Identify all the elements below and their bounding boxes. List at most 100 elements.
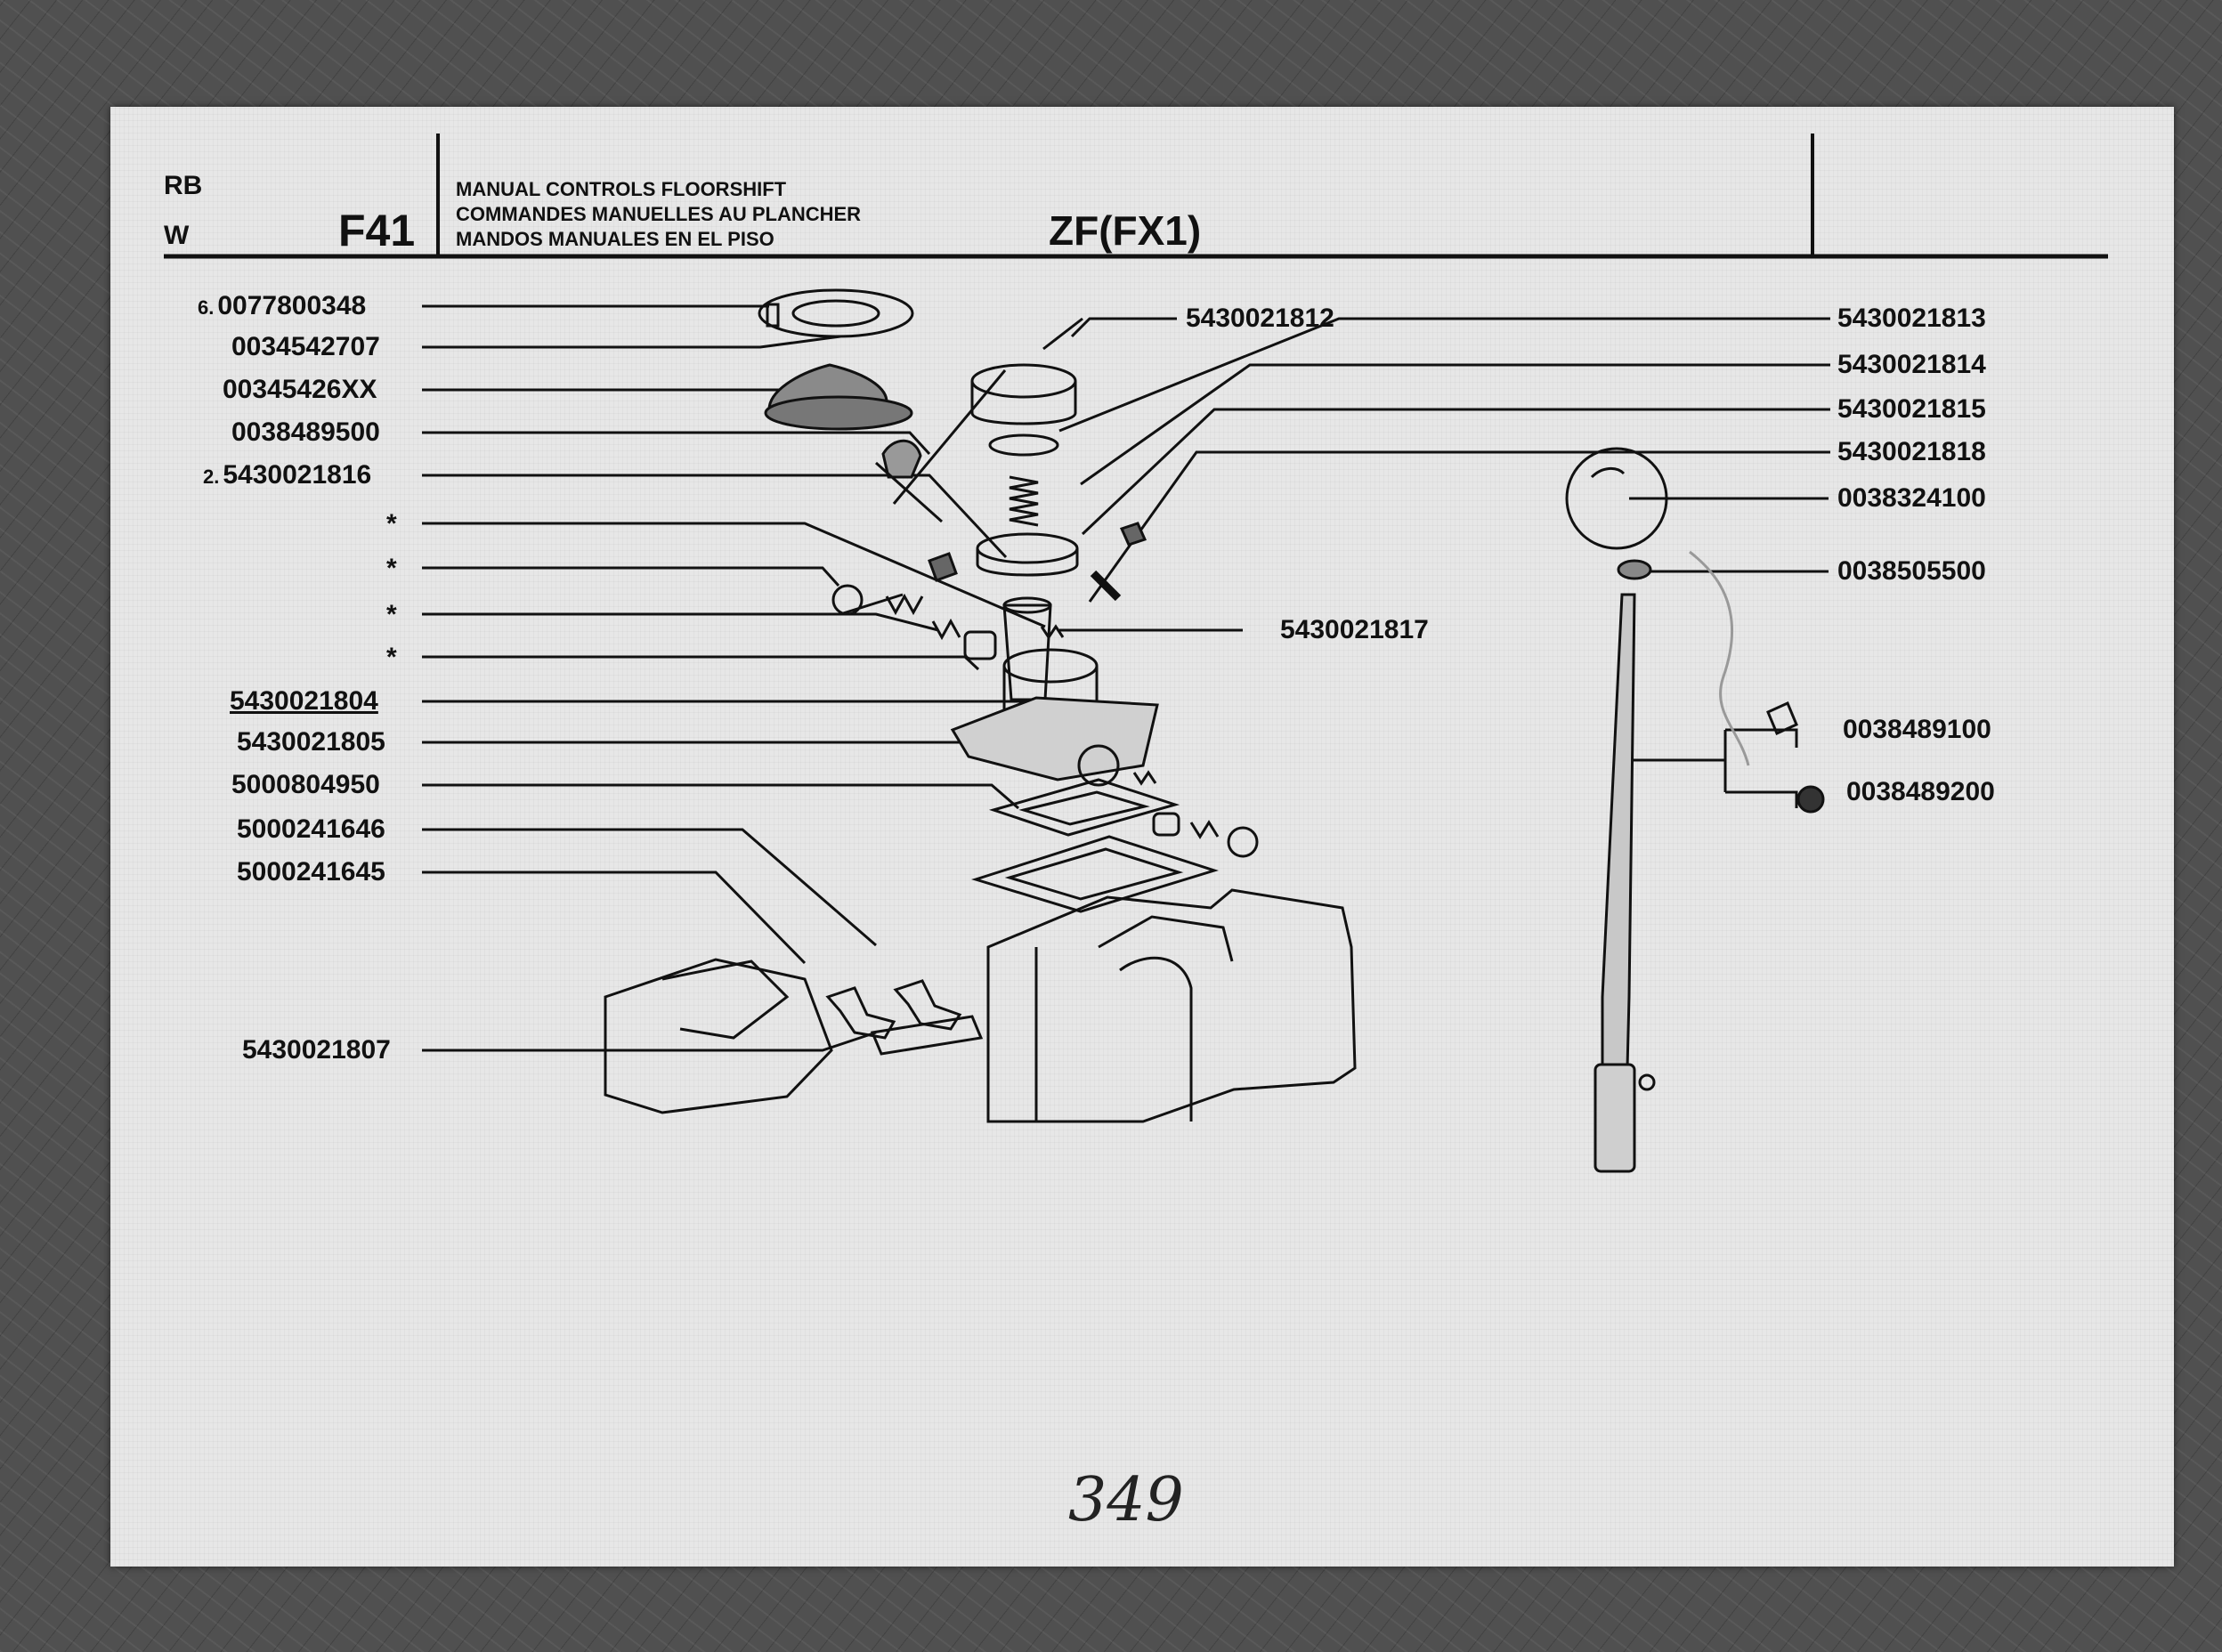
plate-part: [870, 1015, 984, 1056]
housing-part: [950, 696, 1159, 781]
plate-part: [758, 288, 914, 338]
leader-line: [1058, 317, 1830, 433]
leader-line: [422, 783, 1019, 810]
spring-part: [1189, 820, 1220, 839]
part-label: 6.0077800348: [198, 291, 367, 320]
spring-part: [885, 593, 924, 616]
gearbox-case: [1098, 915, 1234, 962]
gearbox-case: [1119, 956, 1193, 1122]
leader-line: [422, 741, 1055, 771]
title-french: COMMANDES MANUELLES AU PLANCHER: [456, 203, 862, 225]
gasket-part: [988, 778, 1180, 837]
part-label: 5430021812: [1186, 304, 1334, 333]
part-label: 5000241645: [237, 857, 385, 887]
cover-part: [661, 960, 790, 1040]
part-label: *: [386, 554, 397, 583]
leader-line: [422, 655, 980, 671]
clip-part: [1796, 785, 1825, 814]
ring-part: [976, 548, 1079, 577]
part-label: 2.5430021816: [203, 460, 372, 490]
part-label: 5000804950: [231, 770, 380, 799]
leader-line: [422, 566, 840, 587]
part-label: 0038489100: [1843, 715, 1991, 744]
port-part: [1077, 744, 1120, 787]
washer-part: [988, 433, 1059, 457]
model-code: ZF(FX1): [1049, 207, 1202, 254]
plate-part: [791, 299, 880, 328]
plunger-part: [963, 630, 997, 660]
title-spanish: MANDOS MANUALES EN EL PISO: [456, 228, 774, 250]
part-label: *: [386, 643, 397, 672]
part-label: 5430021804: [230, 686, 378, 716]
part-label: 5430021818: [1837, 437, 1986, 466]
leader-line: [422, 522, 1046, 628]
gasket-part: [970, 835, 1220, 913]
gasket-part: [1018, 790, 1150, 826]
lever-part: [1601, 593, 1636, 1070]
leader-line: [892, 369, 1007, 505]
leader-line: [1088, 450, 1830, 603]
parts-catalog-sheet: RB W F41 MANUAL CONTROLS FLOORSHIFT COMM…: [110, 107, 2174, 1567]
sleeve-part: [1002, 596, 1052, 614]
bracket-part: [893, 979, 962, 1031]
spring-part: [1009, 475, 1039, 527]
cable-part: [1689, 550, 1750, 766]
handwritten-page-number: 349: [1068, 1465, 1184, 1535]
clip-part: [1761, 790, 1798, 808]
section-code: F41: [338, 206, 416, 255]
part-label: 5430021817: [1280, 615, 1429, 644]
part-label: 00345426XX: [223, 375, 377, 404]
spring-part: [1040, 624, 1065, 640]
part-label: 0038489500: [231, 417, 380, 447]
part-label: 5430021813: [1837, 304, 1986, 333]
catalog-rb-code: RB: [164, 171, 203, 200]
lever-part: [1594, 1063, 1636, 1173]
spring-part: [1132, 770, 1157, 786]
cap-part: [881, 439, 922, 479]
ring-part: [976, 532, 1079, 564]
plug-part: [831, 584, 864, 616]
part-label: 0034542707: [231, 332, 380, 361]
clip-part: [1761, 728, 1798, 748]
pin-part: [1638, 1073, 1656, 1091]
part-label: 5430021807: [242, 1035, 391, 1065]
gearbox-case: [986, 888, 1357, 1123]
gasket-part: [1004, 847, 1184, 901]
leader-line: [1080, 363, 1830, 486]
spring-part: [931, 618, 961, 641]
part-label: 0038489200: [1846, 777, 1995, 806]
knob-part: [1565, 447, 1668, 550]
leader-line: [1081, 408, 1830, 536]
part-label: 0038505500: [1837, 556, 1986, 586]
clip-part: [928, 552, 958, 582]
part-label: *: [386, 600, 397, 629]
leader-line: [422, 871, 807, 965]
clip-part: [1766, 700, 1798, 736]
part-label: 5430021814: [1837, 350, 1986, 379]
clip-part: [1119, 522, 1147, 547]
part-label: 5000241646: [237, 814, 385, 844]
plunger-part: [1152, 812, 1180, 837]
leader-line: [422, 612, 939, 632]
plug-part: [1227, 826, 1259, 858]
cover-part: [604, 958, 833, 1114]
leader-line: [422, 474, 1008, 559]
part-label: 5430021815: [1837, 394, 1986, 424]
leader-line: [422, 1031, 877, 1052]
bushing-part: [970, 363, 1077, 399]
catalog-w-code: W: [164, 221, 190, 250]
leader-line: [875, 461, 943, 523]
leader-line: [422, 431, 931, 456]
part-label: 5430021805: [237, 727, 385, 757]
leader-line: [422, 335, 841, 349]
bushing-part: [970, 381, 1077, 425]
part-label: *: [386, 509, 397, 539]
title-english: MANUAL CONTROLS FLOORSHIFT: [456, 178, 787, 200]
leader-line: [422, 593, 904, 616]
knob-part: [1590, 467, 1626, 479]
leader-line: [1042, 317, 1083, 351]
exploded-parts-diagram: [164, 134, 2108, 1173]
screw-part: [766, 303, 780, 328]
leader-line: [422, 828, 877, 947]
housing-part: [1002, 648, 1099, 684]
